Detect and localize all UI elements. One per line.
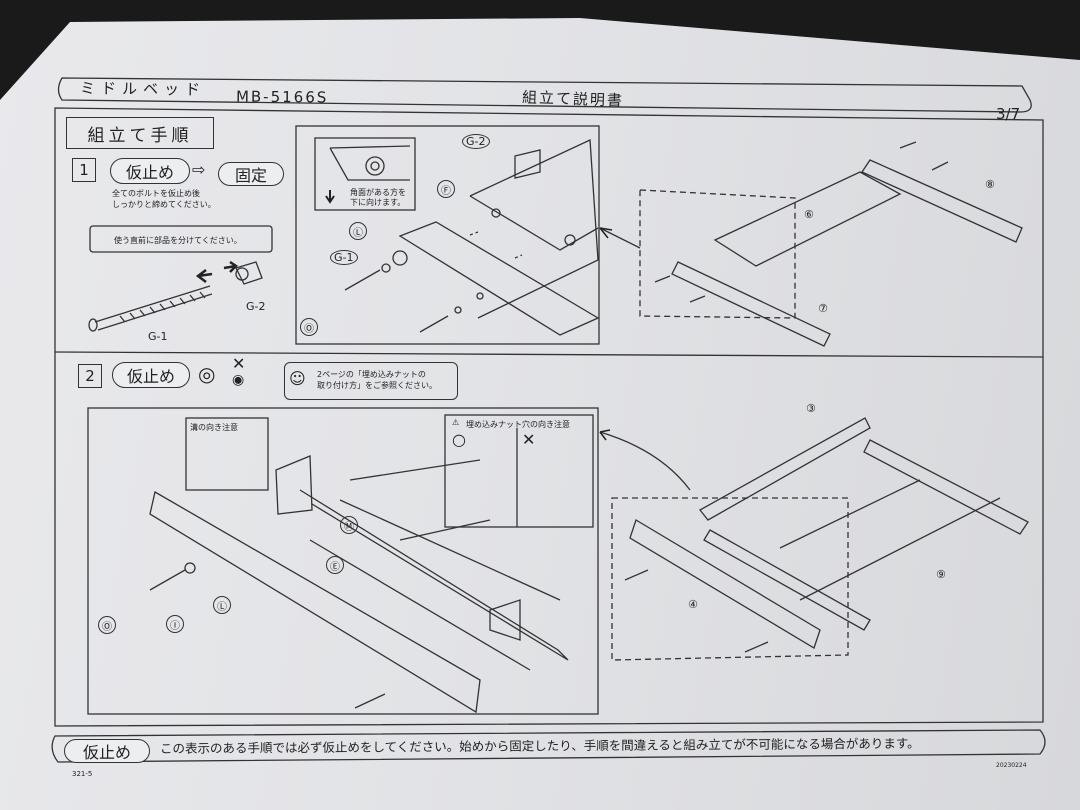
- footer-code-right: 20230224: [996, 762, 1027, 769]
- marker-4: ④: [688, 598, 698, 611]
- header-frame: [57, 77, 1032, 113]
- marker-6: ⑥: [804, 208, 814, 221]
- step1-number: 1: [72, 158, 96, 182]
- parts-note-box: [89, 225, 273, 253]
- marker-i: Ⓘ: [166, 615, 184, 633]
- footer-temp-badge: 仮止め: [64, 739, 150, 763]
- part-label-g2: G-2: [246, 300, 266, 313]
- washer-icon: ◉: [232, 372, 245, 388]
- part-label-g1: G-1: [148, 330, 168, 343]
- marker-8: ⑧: [985, 178, 995, 191]
- footer-code-left: 321-5: [72, 770, 93, 778]
- marker-l2: Ⓛ: [213, 596, 231, 614]
- step2-detail-panel: [87, 407, 599, 715]
- footer-frame: [51, 729, 1046, 763]
- marker-9: ⑨: [936, 568, 946, 581]
- step2-number: 2: [78, 364, 102, 388]
- marker-3: ③: [806, 402, 816, 415]
- marker-7: ⑦: [818, 302, 828, 315]
- corner-note: 角面がある方を 下に向けます。: [350, 188, 406, 207]
- warning-icon: ⚠: [452, 418, 460, 427]
- parts-note: 使う直前に部品を分けてください。: [114, 236, 242, 245]
- bed-frame-drawing: [599, 417, 1029, 661]
- nut-g2-drawing: [195, 260, 263, 285]
- step1-temp-badge: 仮止め: [110, 158, 190, 184]
- corner-note-box: [314, 137, 416, 211]
- nut-note-box: [444, 414, 594, 528]
- step1-fix-badge: 固定: [218, 162, 284, 186]
- document-title: 組立て説明書: [521, 88, 625, 110]
- step1-assembly-drawing: [344, 139, 600, 336]
- marker-e: Ⓔ: [326, 556, 344, 574]
- section-title: 組立て手順: [87, 125, 193, 146]
- part-label-g2-detail: G-2: [462, 134, 490, 149]
- step2-assembly-drawing: [149, 455, 569, 714]
- ng-mark-icon: ✕: [522, 430, 536, 449]
- arrow-right-icon: ⇨: [192, 160, 206, 179]
- ok-mark-icon: ○: [452, 430, 466, 449]
- groove-note-box: [185, 417, 269, 491]
- step2-note: 2ページの「埋め込みナットの 取り付け方」をご参照ください。: [317, 370, 437, 390]
- worker-icon: ☺: [289, 369, 306, 388]
- marker-l: Ⓛ: [349, 222, 367, 240]
- step2-temp-badge: 仮止め: [112, 362, 190, 388]
- model-number: MB-5166S: [235, 87, 329, 107]
- product-name: ミドルベッド: [79, 79, 207, 99]
- step2-note-box: ☺ 2ページの「埋め込みナットの 取り付け方」をご参照ください。: [284, 362, 458, 400]
- frame-assembly-drawing: [599, 141, 1023, 347]
- cross-icon: ✕: [232, 354, 246, 373]
- section-title-box: 組立て手順: [66, 117, 214, 149]
- step-divider: [54, 351, 1044, 358]
- part-label-g1-detail: G-1: [330, 250, 358, 265]
- marker-m: Ⓜ: [340, 516, 358, 534]
- main-frame: [54, 107, 1044, 727]
- step1-instruction: 全てのボルトを仮止め後 しっかりと締めてください。: [112, 189, 216, 209]
- nut-note: 埋め込みナット穴の向き注意: [466, 420, 570, 429]
- marker-o: Ⓞ: [300, 318, 318, 336]
- nut-ok-icon: ◎: [198, 362, 216, 386]
- page-number: 3/7: [996, 105, 1021, 123]
- marker-f: Ⓕ: [437, 180, 455, 198]
- step1-detail-panel: [295, 125, 600, 345]
- groove-note: 溝の向き注意: [190, 423, 238, 432]
- bolt-g1-drawing: [88, 285, 213, 332]
- marker-o2: Ⓞ: [98, 616, 116, 634]
